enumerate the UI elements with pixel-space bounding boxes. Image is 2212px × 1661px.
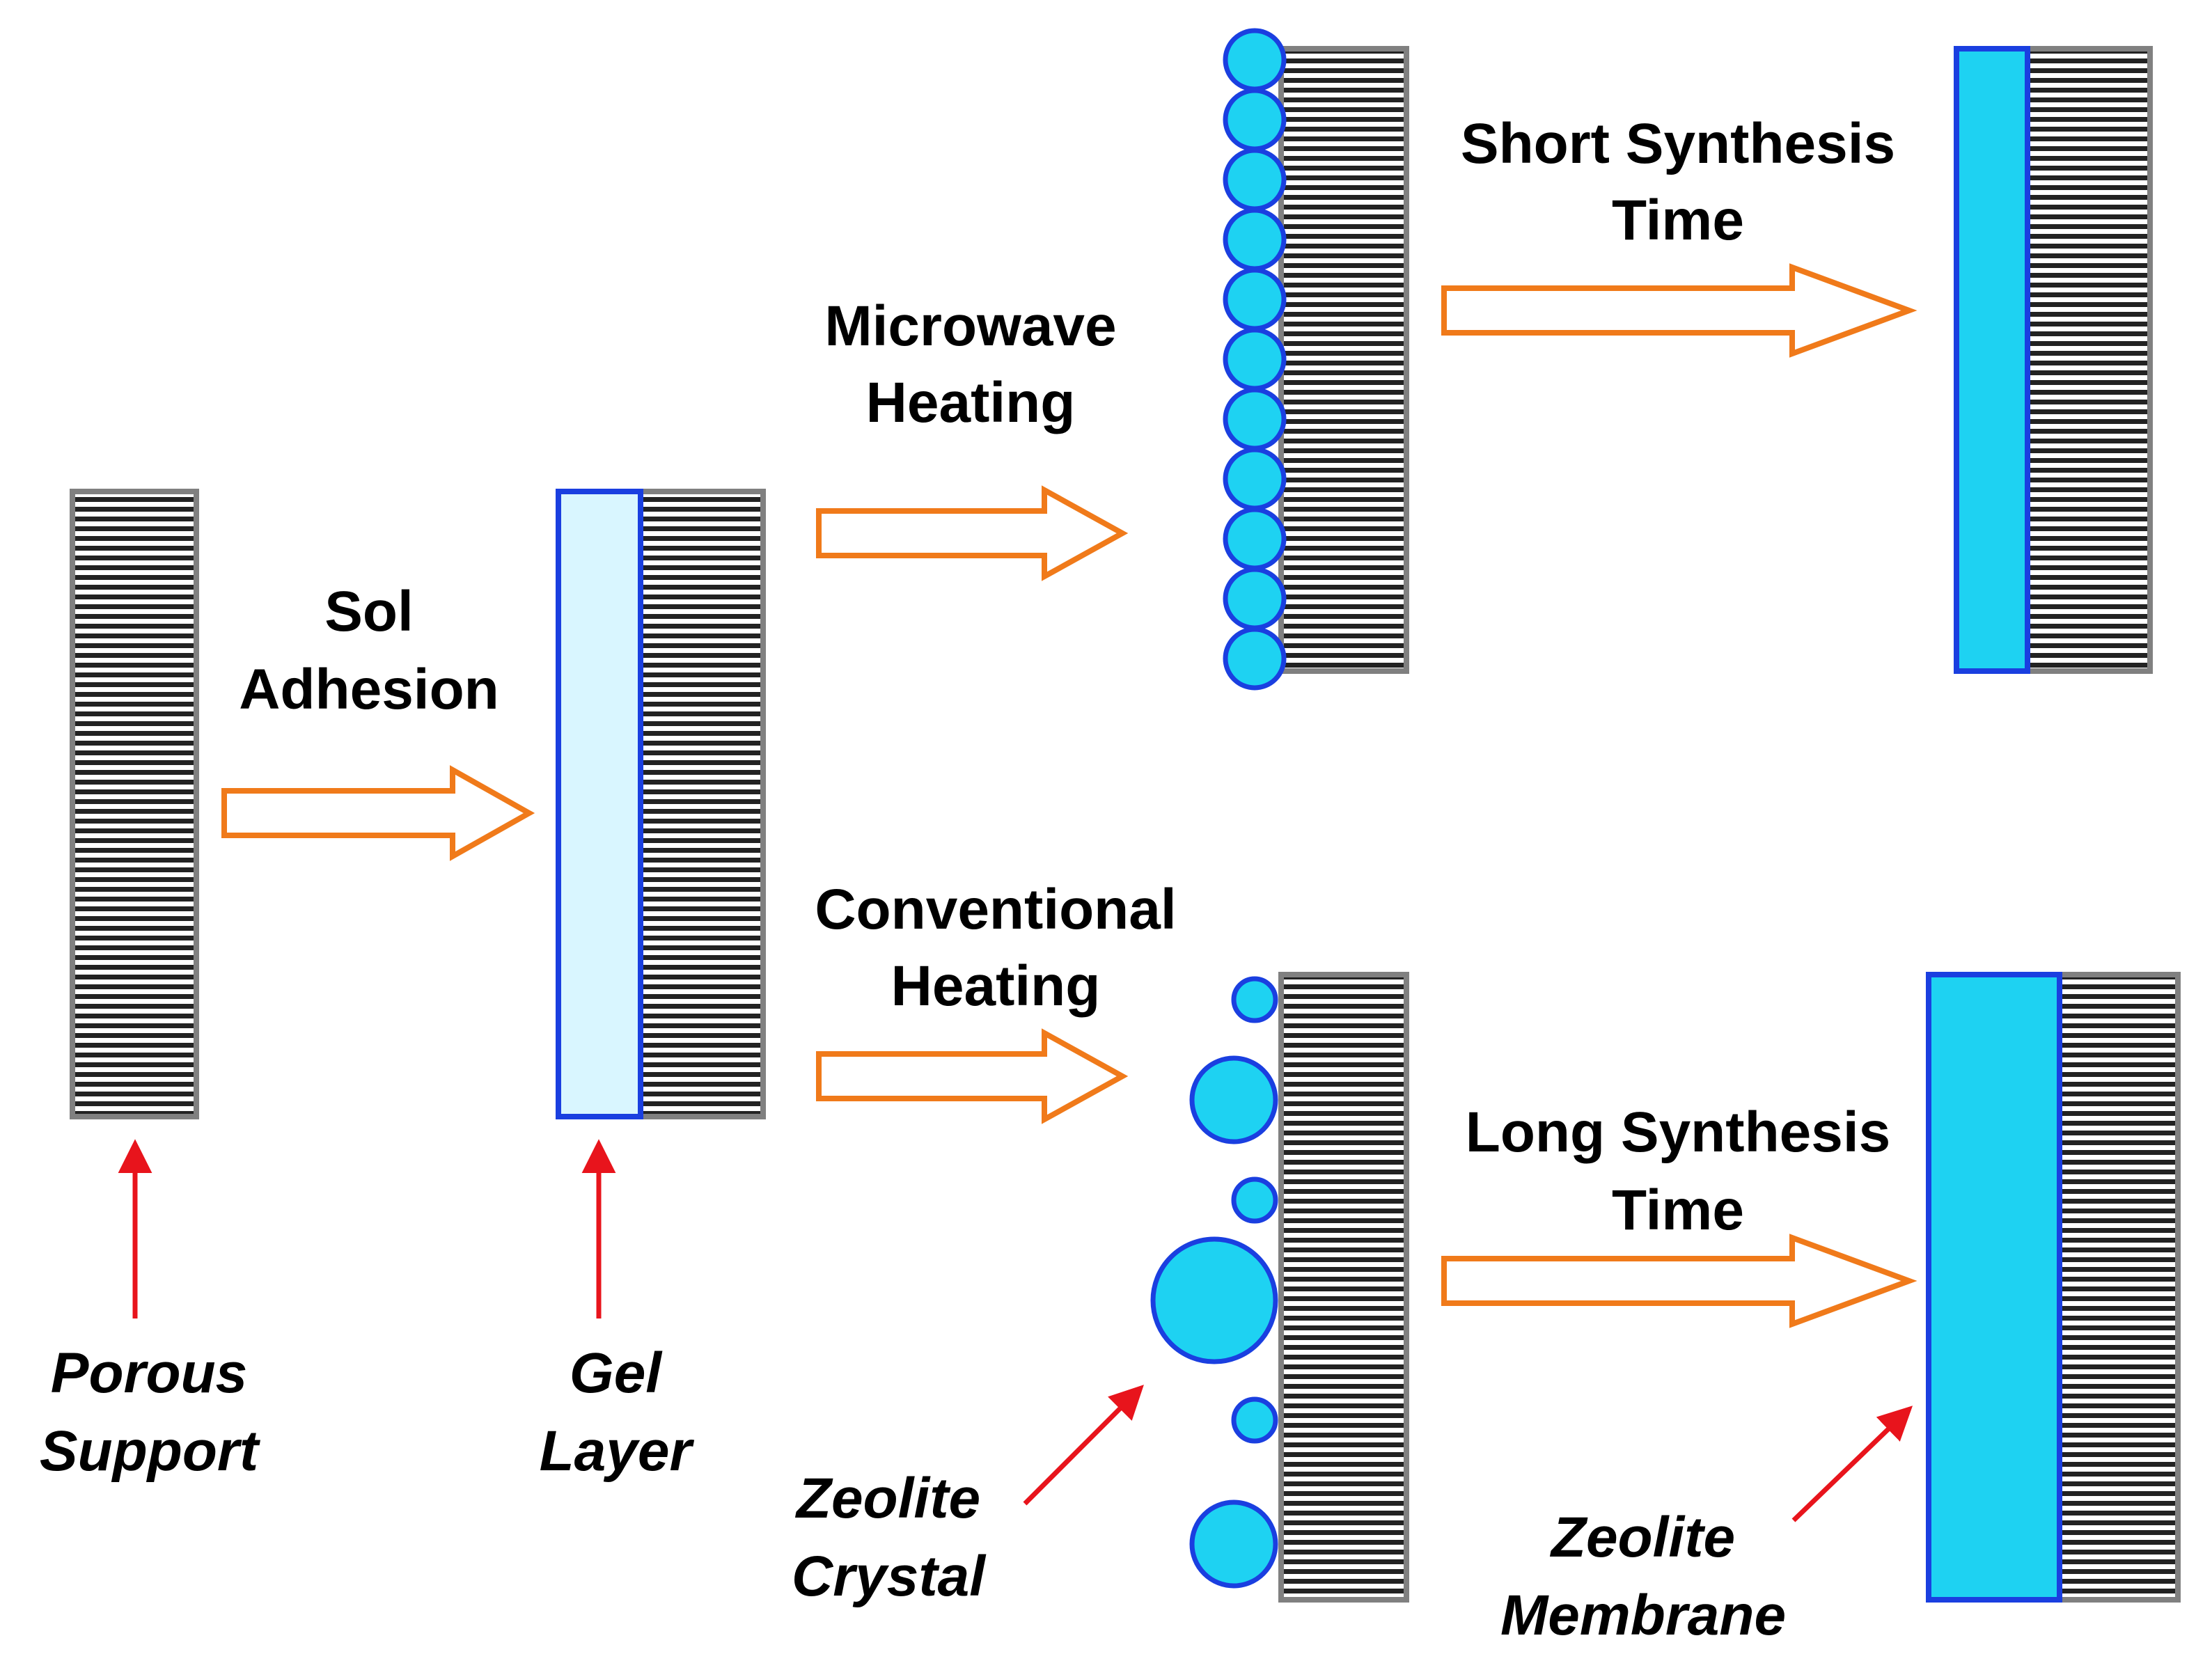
- thin-zeolite-membrane: [1954, 46, 2153, 674]
- zeolite-crystal-label-line2: Crystal: [792, 1545, 987, 1608]
- zeolite-crystal-pointer: [1023, 1385, 1144, 1506]
- zeolite-membrane-pointer: [1791, 1406, 1913, 1522]
- short-synthesis-label-line2: Time: [1612, 189, 1744, 252]
- zeolite-membrane-label-line1: Zeolite: [1550, 1506, 1735, 1569]
- conventional-seeded-support: [1150, 972, 1409, 1603]
- sol-adhesion-label-line1: Sol: [324, 580, 414, 643]
- gel-layer-label-line1: Gel: [570, 1341, 663, 1405]
- microwave-heating-arrow: [816, 485, 1129, 581]
- long-synthesis-arrow: [1441, 1234, 1917, 1328]
- gel-layer: [556, 489, 643, 1119]
- zeolite-crystal-label-line1: Zeolite: [795, 1467, 980, 1530]
- microwave-heating-label-line1: Microwave: [824, 294, 1116, 358]
- microwave-seeded-support: [1223, 28, 1409, 691]
- long-synthesis-label-line1: Long Synthesis: [1466, 1101, 1891, 1164]
- porous-support: [70, 489, 199, 1119]
- uniform-seed-crystals: [1223, 28, 1287, 691]
- long-synthesis-label-line2: Time: [1612, 1179, 1744, 1242]
- short-synthesis-label-line1: Short Synthesis: [1461, 112, 1895, 175]
- sol-adhesion-arrow: [221, 765, 535, 861]
- porous-support-label-line1: Porous: [51, 1341, 247, 1405]
- microwave-heating-label-line2: Heating: [866, 371, 1076, 434]
- thick-zeolite-membrane: [1926, 972, 2181, 1603]
- short-synthesis-arrow: [1441, 263, 1917, 358]
- zeolite-membrane-label-line2: Membrane: [1500, 1584, 1786, 1647]
- gel-coated-support: [556, 489, 766, 1119]
- irregular-zeolite-crystals: [1150, 976, 1278, 1589]
- conventional-heating-label-line2: Heating: [891, 954, 1101, 1018]
- sol-adhesion-label-line2: Adhesion: [239, 658, 499, 721]
- porous-support-label-line2: Support: [40, 1419, 261, 1483]
- conventional-heating-label-line1: Conventional: [815, 878, 1176, 941]
- conventional-heating-arrow: [816, 1028, 1129, 1124]
- gel-layer-label-line2: Layer: [540, 1419, 695, 1483]
